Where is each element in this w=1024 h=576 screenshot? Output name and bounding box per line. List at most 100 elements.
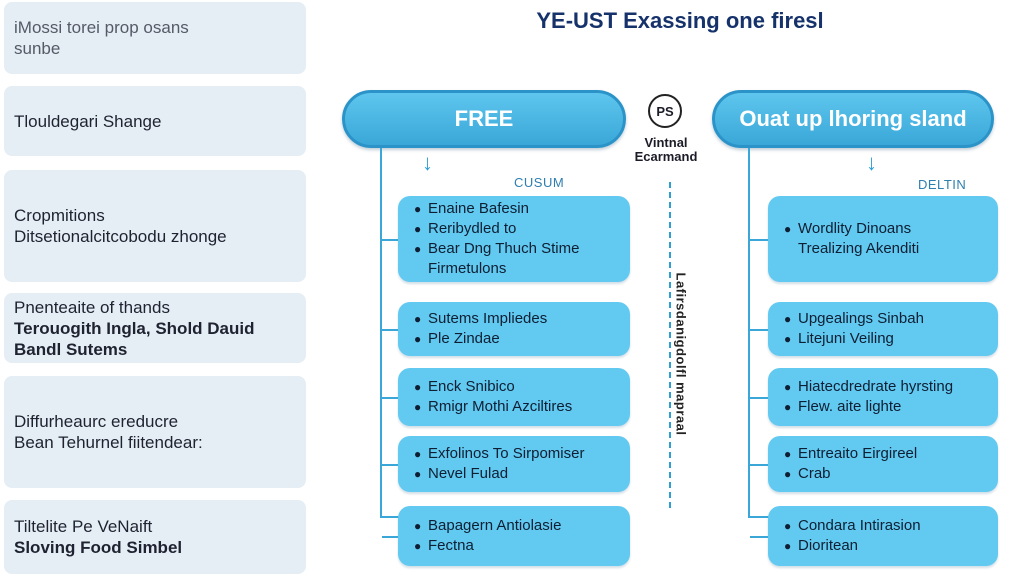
card-text: Hiatecdredrate hyrsting — [798, 378, 954, 395]
card-text: Bapagern Antiolasie — [428, 517, 562, 534]
connector-tick — [382, 239, 398, 241]
list-item: ● Enck Snibico — [414, 377, 620, 397]
bullet-icon: ● — [784, 539, 792, 553]
bullet-icon: ● — [784, 519, 792, 533]
list-item: ● Reribydled to — [414, 219, 620, 239]
bullet-icon: ● — [414, 312, 422, 326]
emblem-label-line-2: Ecarmand — [634, 149, 698, 164]
connector-tick — [382, 536, 398, 538]
card-text: Ple Zindae — [428, 330, 500, 347]
card-text: Wordlity Dinoans — [798, 220, 912, 237]
sidebar-line: sunbe — [14, 39, 61, 58]
bullet-icon: ● — [414, 380, 422, 394]
card-text: Trealizing Akenditi — [798, 240, 920, 257]
list-item: ● Crab — [784, 464, 988, 484]
list-item: ● Rmigr Mothi Azciltires — [414, 397, 620, 417]
left_column-card[interactable]: ● Enaine Bafesin ● Reribydled to ● Bear Dng T… — [398, 196, 630, 282]
card-text: Entreaito Eirgireel — [798, 445, 918, 462]
sidebar-line: Cropmitions — [14, 206, 105, 225]
bullet-icon: ● — [784, 332, 792, 346]
bullet-icon: ● — [784, 400, 792, 414]
bullet-icon: ● — [414, 400, 422, 414]
bullet-icon: ● — [414, 519, 422, 533]
bullet-icon: ● — [784, 467, 792, 481]
card-text: Upgealings Sinbah — [798, 310, 924, 327]
center-divider — [669, 182, 671, 508]
connector-tick — [750, 397, 768, 399]
right_column-card[interactable]: ● Entreaito Eirgireel ● Crab — [768, 436, 998, 492]
bullet-icon: ● — [784, 222, 792, 236]
list-item: ● Litejuni Veiling — [784, 329, 988, 349]
bullet-icon: ● — [414, 332, 422, 346]
card-text: Dioritean — [798, 537, 859, 554]
card-text: Fectna — [428, 537, 474, 554]
list-item: ● Hiatecdredrate hyrsting — [784, 377, 988, 397]
card-text: Flew. aite lighte — [798, 398, 902, 415]
left_column-card[interactable]: ●Exfolinos To Sirpomiser●Nevel Fulad — [398, 436, 630, 492]
bullet-icon: ● — [414, 222, 422, 236]
list-item: ● Enaine Bafesin — [414, 199, 620, 219]
card-text: Enck Snibico — [428, 378, 515, 395]
card-text: Enaine Bafesin — [428, 200, 529, 217]
sidebar-line: Terouogith Ingla, Shold Dauid — [14, 318, 255, 338]
right-column-label: DELTIN — [918, 177, 967, 192]
ps-badge-icon: PS — [648, 94, 682, 128]
connector-tick — [382, 329, 398, 331]
card-text: Condara Intirasion — [798, 517, 921, 534]
connector-tick — [750, 464, 768, 466]
bullet-icon: ● — [784, 447, 792, 461]
bullet-icon: ● — [414, 202, 422, 216]
sidebar-line: Sloving Food Simbel — [14, 538, 183, 557]
left_column-card[interactable]: ● Sutems Impliedes ● Ple Zindae — [398, 302, 630, 356]
card-text: Crab — [798, 465, 831, 482]
emblem-label: Vintnal Ecarmand — [620, 136, 712, 164]
left-down-arrow-icon: ↓ — [422, 150, 433, 175]
bullet-icon: ● — [784, 380, 792, 394]
list-item: ●Nevel Fulad — [414, 464, 620, 484]
card-text: Sutems Impliedes — [428, 310, 548, 327]
sidebar-line: Tlouldegari Shange — [14, 111, 162, 131]
list-item: ● Sutems Impliedes — [414, 309, 620, 329]
list-item: ●Exfolinos To Sirpomiser — [414, 444, 620, 464]
card-text: Rmigr Mothi Azciltires — [428, 398, 573, 415]
sidebar-line: Ditsetionalcitcobodu zhonge — [14, 227, 227, 246]
card-text-continuation: Firmetulons — [414, 259, 620, 279]
connector-tick — [382, 397, 398, 399]
list-item: ● Condara Intirasion — [784, 516, 988, 536]
connector-tick — [750, 239, 768, 241]
bullet-icon: ● — [414, 467, 422, 481]
list-item: ● Fectna — [414, 536, 620, 556]
right-spine-elbow — [748, 516, 770, 518]
right_column-card[interactable]: ● Hiatecdredrate hyrsting ● Flew. aite ligh… — [768, 368, 998, 426]
connector-tick — [382, 464, 398, 466]
list-item: ● Entreaito Eirgireel — [784, 444, 988, 464]
sidebar-box: iMossi torei prop osans sunbe — [4, 2, 306, 74]
bullet-icon: ● — [414, 539, 422, 553]
sidebar-line: iMossi torei prop osans — [14, 18, 189, 37]
connector-tick — [750, 329, 768, 331]
right_column-card[interactable]: ● Condara Intirasion ● Dioritean — [768, 506, 998, 566]
right_column-card[interactable]: ● Upgealings Sinbah ● Litejuni Veiling — [768, 302, 998, 356]
sidebar-line: Bandl Sutems — [14, 339, 128, 359]
vertical-label: Lafirsdanigdolfl mapraal — [673, 272, 689, 436]
free-pill-button[interactable]: FREE — [342, 90, 626, 148]
bullet-icon: ● — [784, 312, 792, 326]
bullet-icon: ● — [414, 242, 422, 256]
list-item: ● Flew. aite lighte — [784, 397, 988, 417]
card-text: Litejuni Veiling — [798, 330, 894, 347]
diagram-title: YE-UST Exassing one firesl — [536, 8, 824, 33]
card-text: Bear Dng Thuch Stime — [428, 240, 580, 257]
left-spine — [380, 148, 382, 516]
left_column-card[interactable]: ● Bapagern Antiolasie ● Fectna — [398, 506, 630, 566]
left_column-card[interactable]: ● Enck Snibico ● Rmigr Mothi Azciltires — [398, 368, 630, 426]
card-text: Reribydled to — [428, 220, 517, 237]
card-text: Exfolinos To Sirpomiser — [428, 445, 585, 462]
right-pill-button[interactable]: Ouat up lhoring sland — [712, 90, 994, 148]
right-down-arrow-icon: ↓ — [866, 150, 877, 175]
